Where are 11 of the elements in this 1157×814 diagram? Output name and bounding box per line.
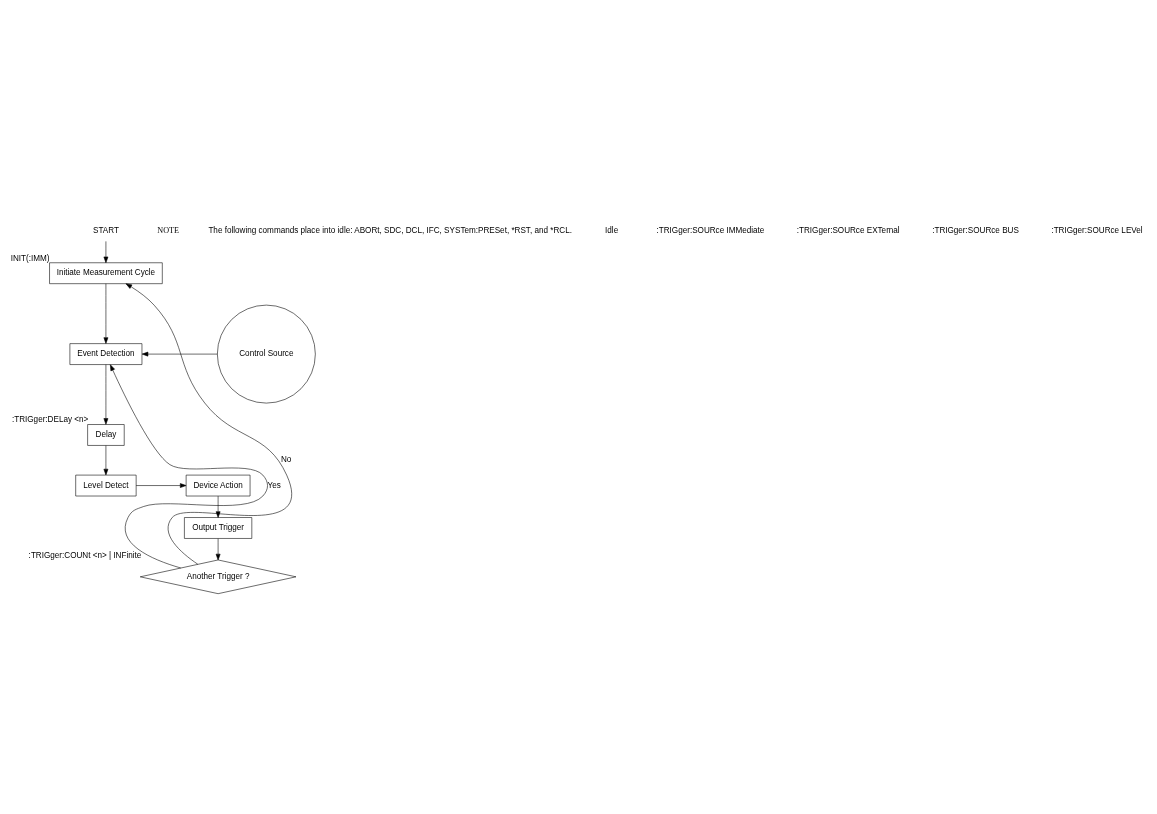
arrow [103,241,109,264]
arrow [125,283,292,565]
arrow [215,495,221,518]
arrow [103,283,109,344]
arrow [103,445,109,476]
arrow [110,364,268,569]
arrow [215,538,221,561]
arrow [103,364,109,425]
label: NOTE [157,225,179,235]
arrow [135,483,187,488]
arrow [141,351,218,357]
